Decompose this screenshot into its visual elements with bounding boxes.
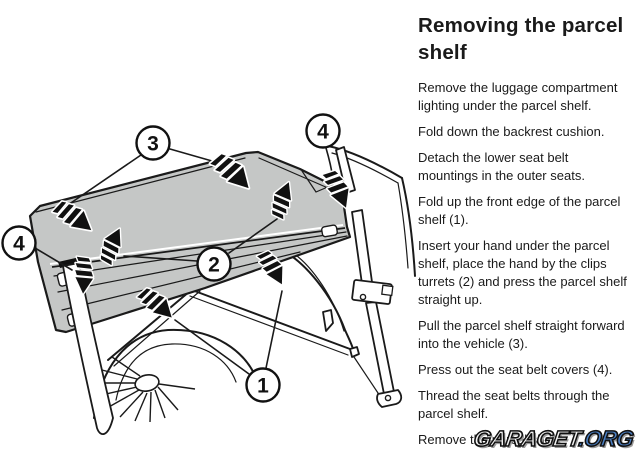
watermark-suffix: .ORG: [576, 425, 635, 452]
callout-3-label: 3: [147, 133, 159, 156]
page-title: Removing the parcel shelf: [418, 14, 624, 64]
car-body-lines: [107, 145, 416, 397]
instruction-paragraph: Remove the parcel shelf.: [418, 432, 562, 447]
seat-belts: [62, 146, 403, 435]
instruction-paragraph: Detach the lower seat belt mountings in …: [418, 150, 585, 183]
callout-1: 1: [245, 367, 281, 403]
garaget-watermark: GARAGET.ORG: [472, 425, 636, 452]
right-seat-belt-lower: [365, 301, 395, 395]
callout-4-left: 4: [1, 225, 37, 261]
wheel-arch: [92, 328, 258, 423]
shelf-surface: [28, 150, 352, 334]
instruction-column: Removing the parcel shelf Remove the lug…: [418, 6, 636, 457]
seat-hook: [322, 309, 334, 332]
instruction-paragraph: Press out the seat belt covers (4).: [418, 362, 613, 377]
callout-2-label: 2: [208, 254, 220, 277]
instruction-paragraph: Pull the parcel shelf straight forward i…: [418, 318, 625, 351]
callout-1-label: 1: [257, 375, 269, 398]
parcel-shelf-diagram: 3 4 4 2 1: [1, 113, 416, 435]
instruction-paragraph: Fold up the front edge of the parcel she…: [418, 194, 621, 227]
watermark-text: GARAGET: [472, 425, 582, 452]
left-seat-belt: [62, 262, 114, 435]
callout-4-right-label: 4: [317, 121, 329, 144]
parcel-shelf: [28, 150, 352, 334]
belt-floor-anchor: [376, 389, 403, 408]
instruction-paragraph: Fold down the backrest cushion.: [418, 124, 605, 139]
instruction-paragraph: Remove the luggage compartment lighting …: [418, 80, 618, 113]
belt-guide-bracket: [351, 279, 394, 305]
callout-4-left-label: 4: [13, 233, 25, 256]
right-seat-belt-mid: [351, 209, 373, 285]
wheel-hub: [134, 373, 160, 393]
instruction-paragraph: Insert your hand under the parcel shelf,…: [418, 238, 627, 307]
callout-2: 2: [196, 246, 232, 282]
instruction-paragraph: Thread the seat belts through the parcel…: [418, 388, 610, 421]
callout-4-right: 4: [305, 113, 341, 149]
callout-3: 3: [135, 125, 171, 161]
